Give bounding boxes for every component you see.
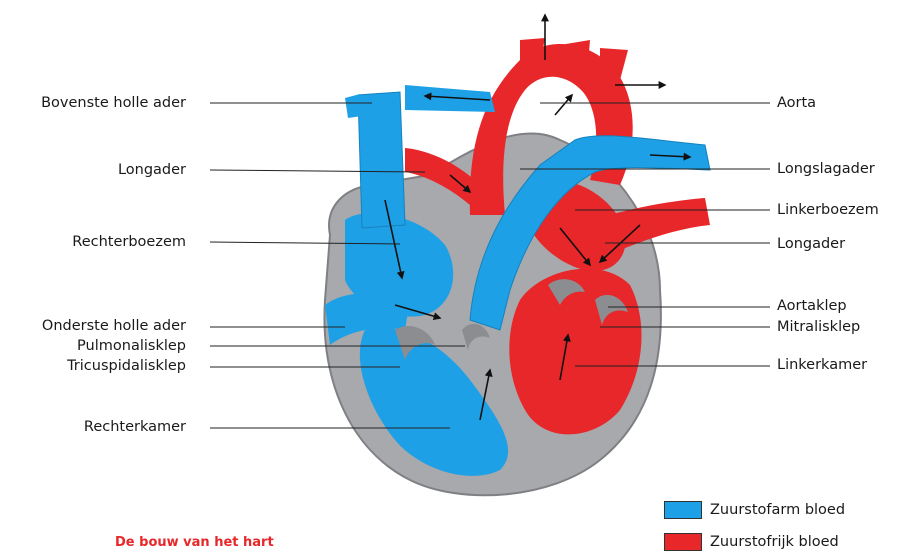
label-tricuspidalisklep: Tricuspidalisklep	[67, 357, 186, 375]
label-longader-right: Longader	[777, 235, 845, 253]
legend-swatch-blue	[664, 501, 702, 519]
legend-swatch-red	[664, 533, 702, 551]
label-mitralisklep: Mitralisklep	[777, 318, 860, 336]
figure-caption: De bouw van het hart	[115, 535, 274, 550]
label-aorta: Aorta	[777, 94, 816, 112]
label-rechterkamer: Rechterkamer	[84, 418, 186, 436]
superior-vena-cava	[358, 92, 405, 228]
label-rechterboezem: Rechterboezem	[72, 233, 186, 251]
svc-branch	[345, 94, 362, 118]
label-linkerkamer: Linkerkamer	[777, 356, 867, 374]
label-bovenste-holle-ader: Bovenste holle ader	[41, 94, 186, 112]
label-pulmonalisklep: Pulmonalisklep	[77, 337, 186, 355]
label-aortaklep: Aortaklep	[777, 297, 847, 315]
label-longslagader: Longslagader	[777, 160, 875, 178]
label-onderste-holle-ader: Onderste holle ader	[42, 317, 186, 335]
pulmonary-artery-left	[405, 85, 495, 112]
legend-label-deoxygenated: Zuurstofarm bloed	[710, 502, 845, 518]
legend-label-oxygenated: Zuurstofrijk bloed	[710, 534, 839, 550]
legend-item-oxygenated: Zuurstofrijk bloed	[664, 533, 839, 551]
label-linkerboezem: Linkerboezem	[777, 201, 879, 219]
legend-item-deoxygenated: Zuurstofarm bloed	[664, 501, 845, 519]
label-longader-left: Longader	[118, 161, 186, 179]
aorta-branch-3	[600, 48, 628, 80]
